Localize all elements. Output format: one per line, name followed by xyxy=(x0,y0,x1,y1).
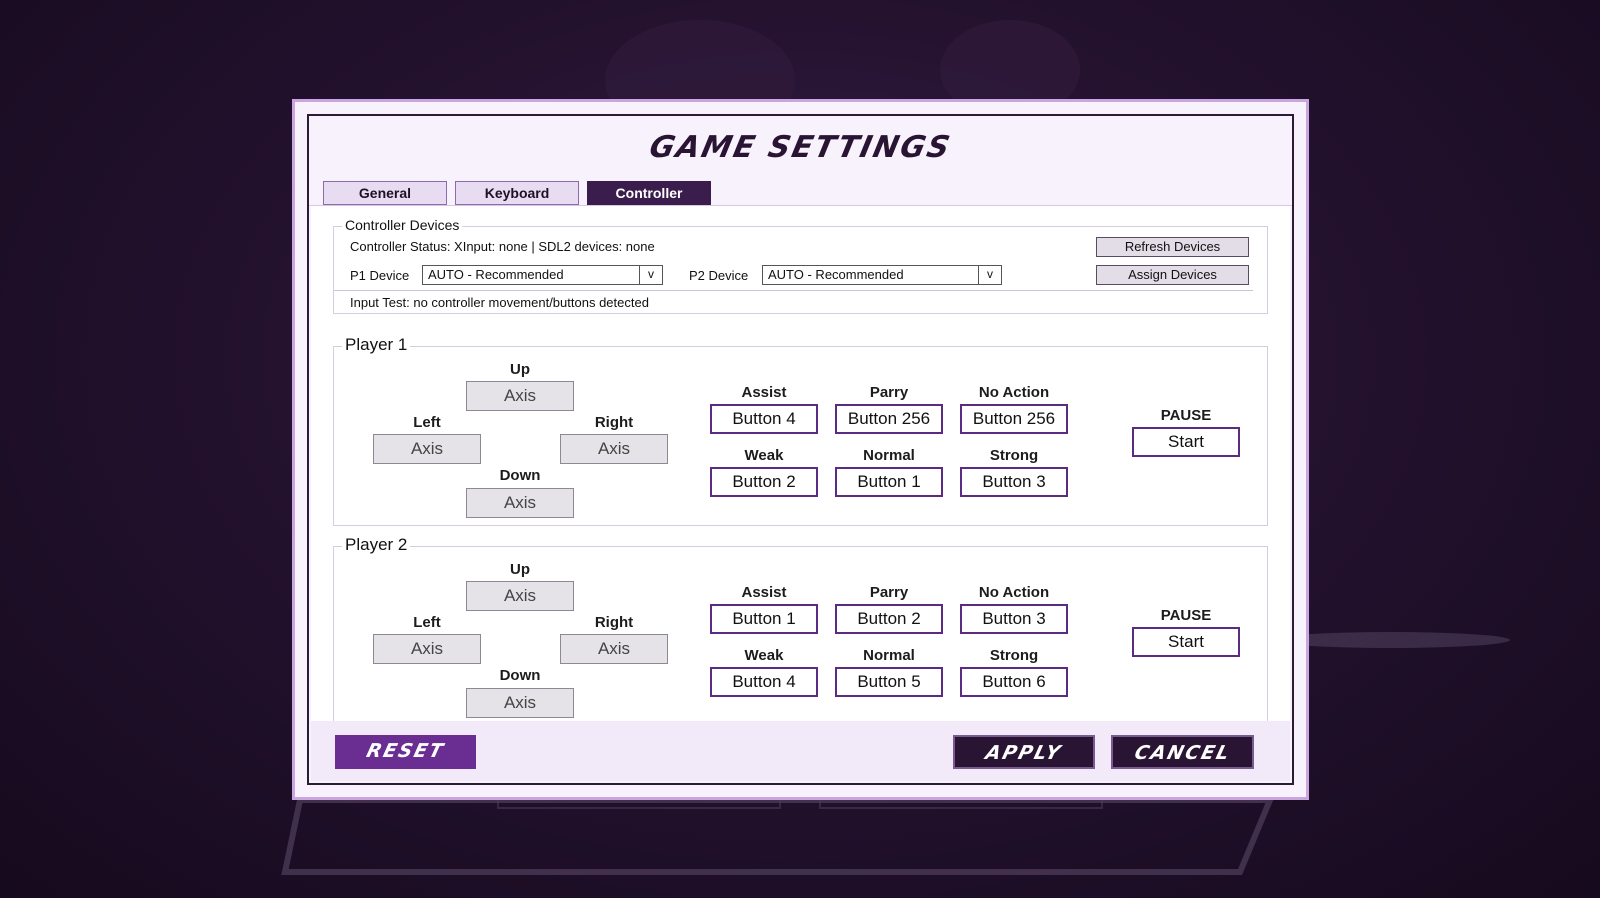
p2-right-label: Right xyxy=(594,614,634,631)
tab-general[interactable]: General xyxy=(323,181,447,205)
p1-strong-binding[interactable]: Button 3 xyxy=(960,467,1068,497)
p1-left-label: Left xyxy=(413,414,441,431)
p1-device-select[interactable]: AUTO - Recommended v xyxy=(422,265,663,285)
tabs-divider xyxy=(309,205,1292,206)
p2-weak-binding[interactable]: Button 4 xyxy=(710,667,818,697)
p1-left-binding[interactable]: Axis xyxy=(373,434,481,464)
controller-devices-title: Controller Devices xyxy=(342,217,463,233)
input-test-text: Input Test: no controller movement/butto… xyxy=(350,295,649,310)
p2-up-label: Up xyxy=(510,561,530,578)
tab-controller[interactable]: Controller xyxy=(587,181,711,205)
player1-group: Player 1 Up Axis Left Axis Right Axis Do… xyxy=(333,335,1268,526)
p2-up-binding[interactable]: Axis xyxy=(466,581,574,611)
p2-parry-binding[interactable]: Button 2 xyxy=(835,604,943,634)
p1-up-binding[interactable]: Axis xyxy=(466,381,574,411)
p2-strong-label: Strong xyxy=(989,647,1039,664)
p1-down-label: Down xyxy=(499,467,541,484)
p1-noaction-label: No Action xyxy=(978,384,1050,401)
p2-device-select[interactable]: AUTO - Recommended v xyxy=(762,265,1002,285)
p2-parry-label: Parry xyxy=(869,584,909,601)
dialog-title: GAME SETTINGS xyxy=(646,130,955,165)
p1-normal-binding[interactable]: Button 1 xyxy=(835,467,943,497)
p2-assist-binding[interactable]: Button 1 xyxy=(710,604,818,634)
p1-up-label: Up xyxy=(510,361,530,378)
p1-normal-label: Normal xyxy=(863,447,915,464)
p2-down-label: Down xyxy=(499,667,541,684)
p1-weak-label: Weak xyxy=(744,447,784,464)
p2-strong-binding[interactable]: Button 6 xyxy=(960,667,1068,697)
p1-device-label: P1 Device xyxy=(350,268,410,283)
p1-weak-binding[interactable]: Button 2 xyxy=(710,467,818,497)
player1-title: Player 1 xyxy=(342,335,411,355)
assign-devices-button[interactable]: Assign Devices xyxy=(1096,265,1249,285)
p2-pause-binding[interactable]: Start xyxy=(1132,627,1240,657)
p1-device-value: AUTO - Recommended xyxy=(428,267,564,282)
player2-title: Player 2 xyxy=(342,535,411,555)
dialog-footer: RESET APPLY CANCEL xyxy=(311,721,1290,781)
p1-down-binding[interactable]: Axis xyxy=(466,488,574,518)
player2-group: Player 2 Up Axis Left Axis Right Axis Do… xyxy=(333,535,1268,726)
p2-assist-label: Assist xyxy=(741,584,787,601)
p1-pause-label: PAUSE xyxy=(1160,407,1212,424)
p2-left-label: Left xyxy=(413,614,441,631)
reset-button[interactable]: RESET xyxy=(335,735,476,769)
p2-down-binding[interactable]: Axis xyxy=(466,688,574,718)
p2-left-binding[interactable]: Axis xyxy=(373,634,481,664)
refresh-devices-button[interactable]: Refresh Devices xyxy=(1096,237,1249,257)
controller-status-text: Controller Status: XInput: none | SDL2 d… xyxy=(350,239,655,254)
p2-normal-label: Normal xyxy=(863,647,915,664)
chevron-down-icon[interactable]: v xyxy=(639,266,662,284)
p1-right-label: Right xyxy=(594,414,634,431)
p2-normal-binding[interactable]: Button 5 xyxy=(835,667,943,697)
p2-right-binding[interactable]: Axis xyxy=(560,634,668,664)
reset-button-label: RESET xyxy=(364,740,447,762)
p1-strong-label: Strong xyxy=(989,447,1039,464)
controller-tab-content: Controller Devices Controller Status: XI… xyxy=(311,206,1290,726)
p1-parry-binding[interactable]: Button 256 xyxy=(835,404,943,434)
cancel-button-label: CANCEL xyxy=(1131,742,1234,764)
p2-pause-label: PAUSE xyxy=(1160,607,1212,624)
cancel-button[interactable]: CANCEL xyxy=(1111,735,1254,769)
dialog-frame: GAME SETTINGS General Keyboard Controlle… xyxy=(307,114,1294,785)
apply-button-label: APPLY xyxy=(983,742,1065,764)
p2-noaction-label: No Action xyxy=(978,584,1050,601)
p2-device-label: P2 Device xyxy=(689,268,749,283)
chevron-down-icon[interactable]: v xyxy=(978,266,1001,284)
p2-device-value: AUTO - Recommended xyxy=(768,267,904,282)
devices-divider xyxy=(334,290,1253,291)
apply-button[interactable]: APPLY xyxy=(953,735,1095,769)
p1-right-binding[interactable]: Axis xyxy=(560,434,668,464)
p1-assist-binding[interactable]: Button 4 xyxy=(710,404,818,434)
p1-noaction-binding[interactable]: Button 256 xyxy=(960,404,1068,434)
tab-keyboard[interactable]: Keyboard xyxy=(455,181,579,205)
controller-devices-group: Controller Devices Controller Status: XI… xyxy=(333,217,1268,314)
p2-noaction-binding[interactable]: Button 3 xyxy=(960,604,1068,634)
p1-parry-label: Parry xyxy=(869,384,909,401)
p1-assist-label: Assist xyxy=(741,384,787,401)
p1-pause-binding[interactable]: Start xyxy=(1132,427,1240,457)
p2-weak-label: Weak xyxy=(744,647,784,664)
game-settings-dialog: GAME SETTINGS General Keyboard Controlle… xyxy=(292,99,1309,800)
